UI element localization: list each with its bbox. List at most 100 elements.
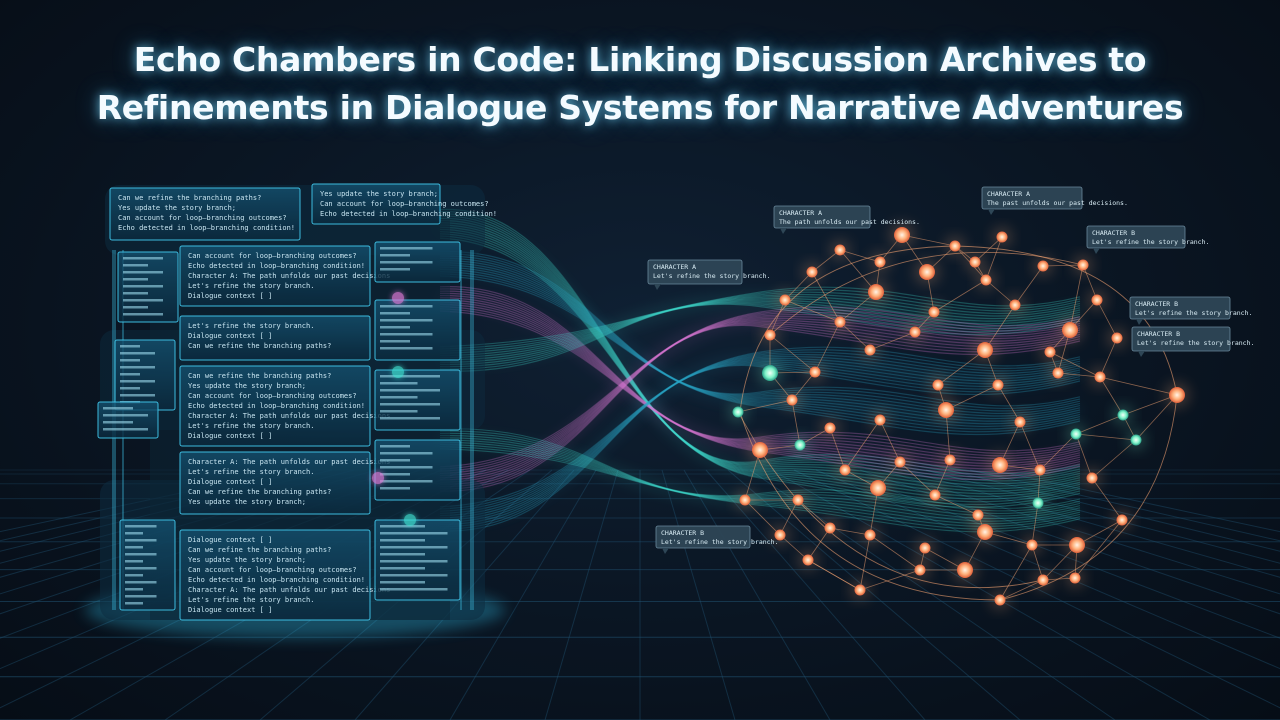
stream-strand — [439, 346, 1081, 508]
graph-edge — [1099, 376, 1178, 396]
graph-node — [909, 326, 921, 338]
panel-frame — [374, 439, 461, 501]
grid-line — [544, 469, 619, 720]
archive-panel — [374, 519, 461, 601]
archive-panel — [374, 241, 461, 283]
stream-strand — [439, 351, 1081, 512]
panel-text-bar — [120, 366, 155, 369]
bubble-tail — [1136, 319, 1143, 325]
graph-node — [874, 256, 886, 268]
panel-text-bar — [380, 487, 410, 490]
grid-line — [771, 469, 1211, 720]
panel-text-bar — [123, 313, 163, 316]
panel-text-bar — [380, 532, 448, 535]
panel-frame — [179, 315, 371, 361]
archive-panel: Yes update the story branch;Can account … — [311, 183, 497, 225]
stream-strand — [439, 289, 1081, 350]
graph-node — [1052, 367, 1064, 379]
panel-text-bar — [380, 305, 433, 308]
panel-text-bar — [103, 414, 148, 417]
panel-text-bar — [120, 359, 140, 362]
graph-node — [928, 306, 940, 318]
graph-node — [1091, 294, 1103, 306]
graph-node — [870, 480, 886, 496]
bubble-speaker: CHARACTER B — [1135, 300, 1178, 308]
bubble-speaker: CHARACTER B — [1092, 229, 1135, 237]
panel-text-bar — [123, 264, 148, 267]
panel-code-line: Let's refine the story branch. — [188, 468, 314, 476]
panel-code-line: Can we refine the branching paths? — [118, 194, 261, 202]
panel-code-line: Yes update the story branch; — [188, 498, 306, 506]
panel-text-bar — [125, 567, 157, 570]
graph-node — [1014, 416, 1026, 428]
panel-text-bar — [380, 546, 448, 549]
panel-code-line: Yes update the story branch; — [118, 204, 236, 212]
graph-node — [929, 489, 941, 501]
panel-code-line: Let's refine the story branch. — [188, 282, 314, 290]
archive-panels: Can we refine the branching paths? Yes up… — [97, 183, 497, 621]
archive-panel: Can we refine the branching paths? Yes up… — [109, 187, 301, 241]
panel-text-bar — [123, 285, 163, 288]
graph-node — [938, 402, 954, 418]
graph-node — [919, 264, 935, 280]
graph-node — [794, 439, 806, 451]
graph-node — [992, 379, 1004, 391]
panel-text-bar — [380, 261, 433, 264]
graph-node — [802, 554, 814, 566]
panel-text-bar — [380, 347, 433, 350]
graph-arc — [759, 449, 1044, 588]
graph-node — [1086, 472, 1098, 484]
graph-node — [854, 584, 866, 596]
graph-node — [894, 456, 906, 468]
graph-node — [824, 522, 836, 534]
stream-strand — [439, 291, 1081, 352]
stream-exit-glow — [392, 366, 404, 378]
graph-node — [1130, 434, 1142, 446]
panel-text-bar — [123, 278, 148, 281]
graph-edge — [1075, 433, 1137, 441]
panel-text-bar — [123, 299, 163, 302]
graph-edge — [869, 534, 921, 571]
graph-node — [864, 529, 876, 541]
panel-text-bar — [380, 410, 418, 413]
stream-strand — [439, 286, 1081, 348]
panel-text-bar — [125, 574, 143, 577]
graph-node — [980, 274, 992, 286]
panel-frame — [119, 519, 176, 611]
panel-text-bar — [125, 602, 143, 605]
panel-text-bar — [120, 394, 155, 397]
graph-node — [1044, 346, 1056, 358]
graph-edge — [933, 279, 987, 313]
stream-strand — [439, 237, 1081, 508]
panel-text-bar — [380, 326, 410, 329]
panel-frame — [179, 529, 371, 621]
stream-strand — [439, 309, 1081, 470]
graph-node — [1094, 371, 1106, 383]
panel-code-line: Character A: The path unfolds our past d… — [188, 412, 390, 420]
panel-text-bar — [380, 403, 440, 406]
panel-text-bar — [380, 254, 410, 257]
archive-panel — [374, 369, 461, 431]
bubble-line: Let's refine the story branch. — [1137, 339, 1254, 347]
grid-line — [727, 469, 1021, 720]
stream-strand — [439, 251, 1081, 407]
panel-text-bar — [120, 352, 155, 355]
graph-node — [894, 227, 910, 243]
grid-line — [683, 469, 831, 720]
panel-text-bar — [380, 473, 410, 476]
panel-text-bar — [123, 306, 148, 309]
panel-code-line: Echo detected in loop—branching conditio… — [320, 210, 497, 218]
panel-code-line: Can account for loop—branching outcomes? — [118, 214, 287, 222]
bubble-tail — [654, 284, 661, 290]
panel-code-line: Dialogue context [ ] — [188, 606, 272, 614]
panel-text-bar — [120, 380, 155, 383]
graph-node — [957, 562, 973, 578]
panel-code-line: Character A: The path unfolds our past d… — [188, 458, 390, 466]
panel-text-bar — [125, 581, 157, 584]
